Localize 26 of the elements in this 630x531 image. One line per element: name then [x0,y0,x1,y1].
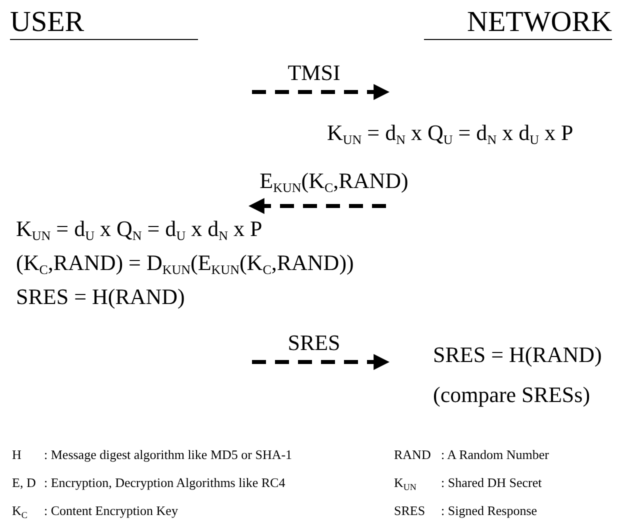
legend-definition: : Signed Response [441,502,538,519]
formula-text: K$_{UN}$ = d$_{N}$ x Q$_{U}$ = d$_{N}$ x d$_{U}$ x P [327,120,574,146]
dashed-arrow [248,198,386,214]
edge-label: SRES [288,330,340,356]
formula-text: (compare SRESs) [433,382,592,408]
legend-term: K$_{UN}$ [394,474,416,491]
legend-definition: : Encryption, Decryption Algorithms like RC4 [44,474,286,491]
formula-text: K$_{UN}$ = d$_{U}$ x Q$_{N}$ = d$_{U}$ x d$_{N}$ x P [16,216,264,242]
dashed-arrow [252,84,390,100]
legend-term: K$_{C}$ [12,502,28,519]
legend-definition: : Message digest algorithm like MD5 or SHA-1 [44,446,292,463]
formula-text: (K$_{C}$,RAND) = D$_{KUN}$(E$_{KUN}$(K$_{C}$,RAND)) [16,250,354,276]
edge-label: TMSI [288,60,340,86]
legend-definition: : Shared DH Secret [441,474,542,491]
legend-definition: : A Random Number [441,446,549,463]
legend-term: H [12,446,22,463]
column-heading: USER [10,6,198,40]
edge-label: E$_{KUN}$(K$_{C}$,RAND) [260,168,408,194]
legend-term: E, D [12,474,36,491]
legend-term: SRES [394,502,426,519]
column-heading: NETWORK [424,6,612,40]
formula-text: SRES = H(RAND) [16,284,186,310]
legend-term: RAND [394,446,431,463]
dashed-arrow [252,354,390,370]
legend-definition: : Content Encryption Key [44,502,178,519]
formula-text: SRES = H(RAND) [433,342,602,368]
